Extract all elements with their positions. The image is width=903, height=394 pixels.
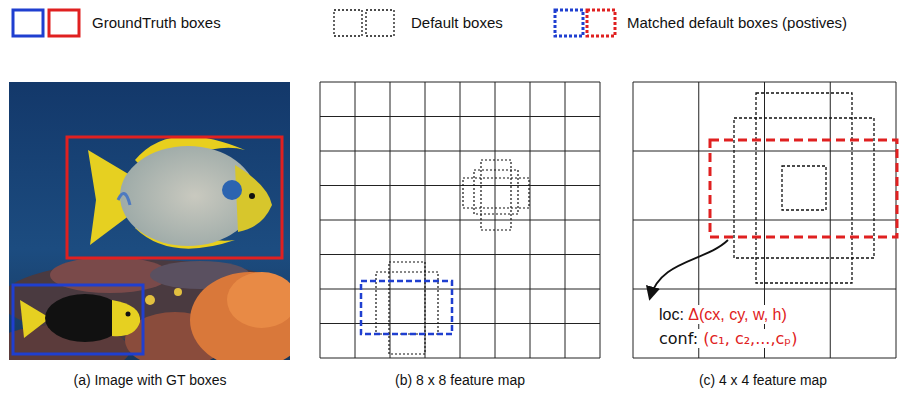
grid-8x8 [320, 82, 600, 358]
grid-4x4 [633, 82, 897, 358]
panel-caption: (a) Image with GT boxes [10, 372, 290, 389]
fish-image [9, 82, 290, 360]
panel-caption: (b) 8 x 8 feature map [320, 372, 600, 389]
legend-text: Matched default boxes (postives) [627, 14, 847, 32]
loc-output: loc: Δ(cx, cy, w, h) [657, 305, 789, 324]
panel-caption: (c) 4 x 4 feature map [625, 372, 901, 389]
legend-text: Default boxes [411, 14, 503, 32]
legend-swatches [13, 10, 615, 36]
conf-output: conf: (c₁, c₂,...,cₚ) [657, 329, 799, 348]
legend-text: GroundTruth boxes [92, 14, 221, 32]
